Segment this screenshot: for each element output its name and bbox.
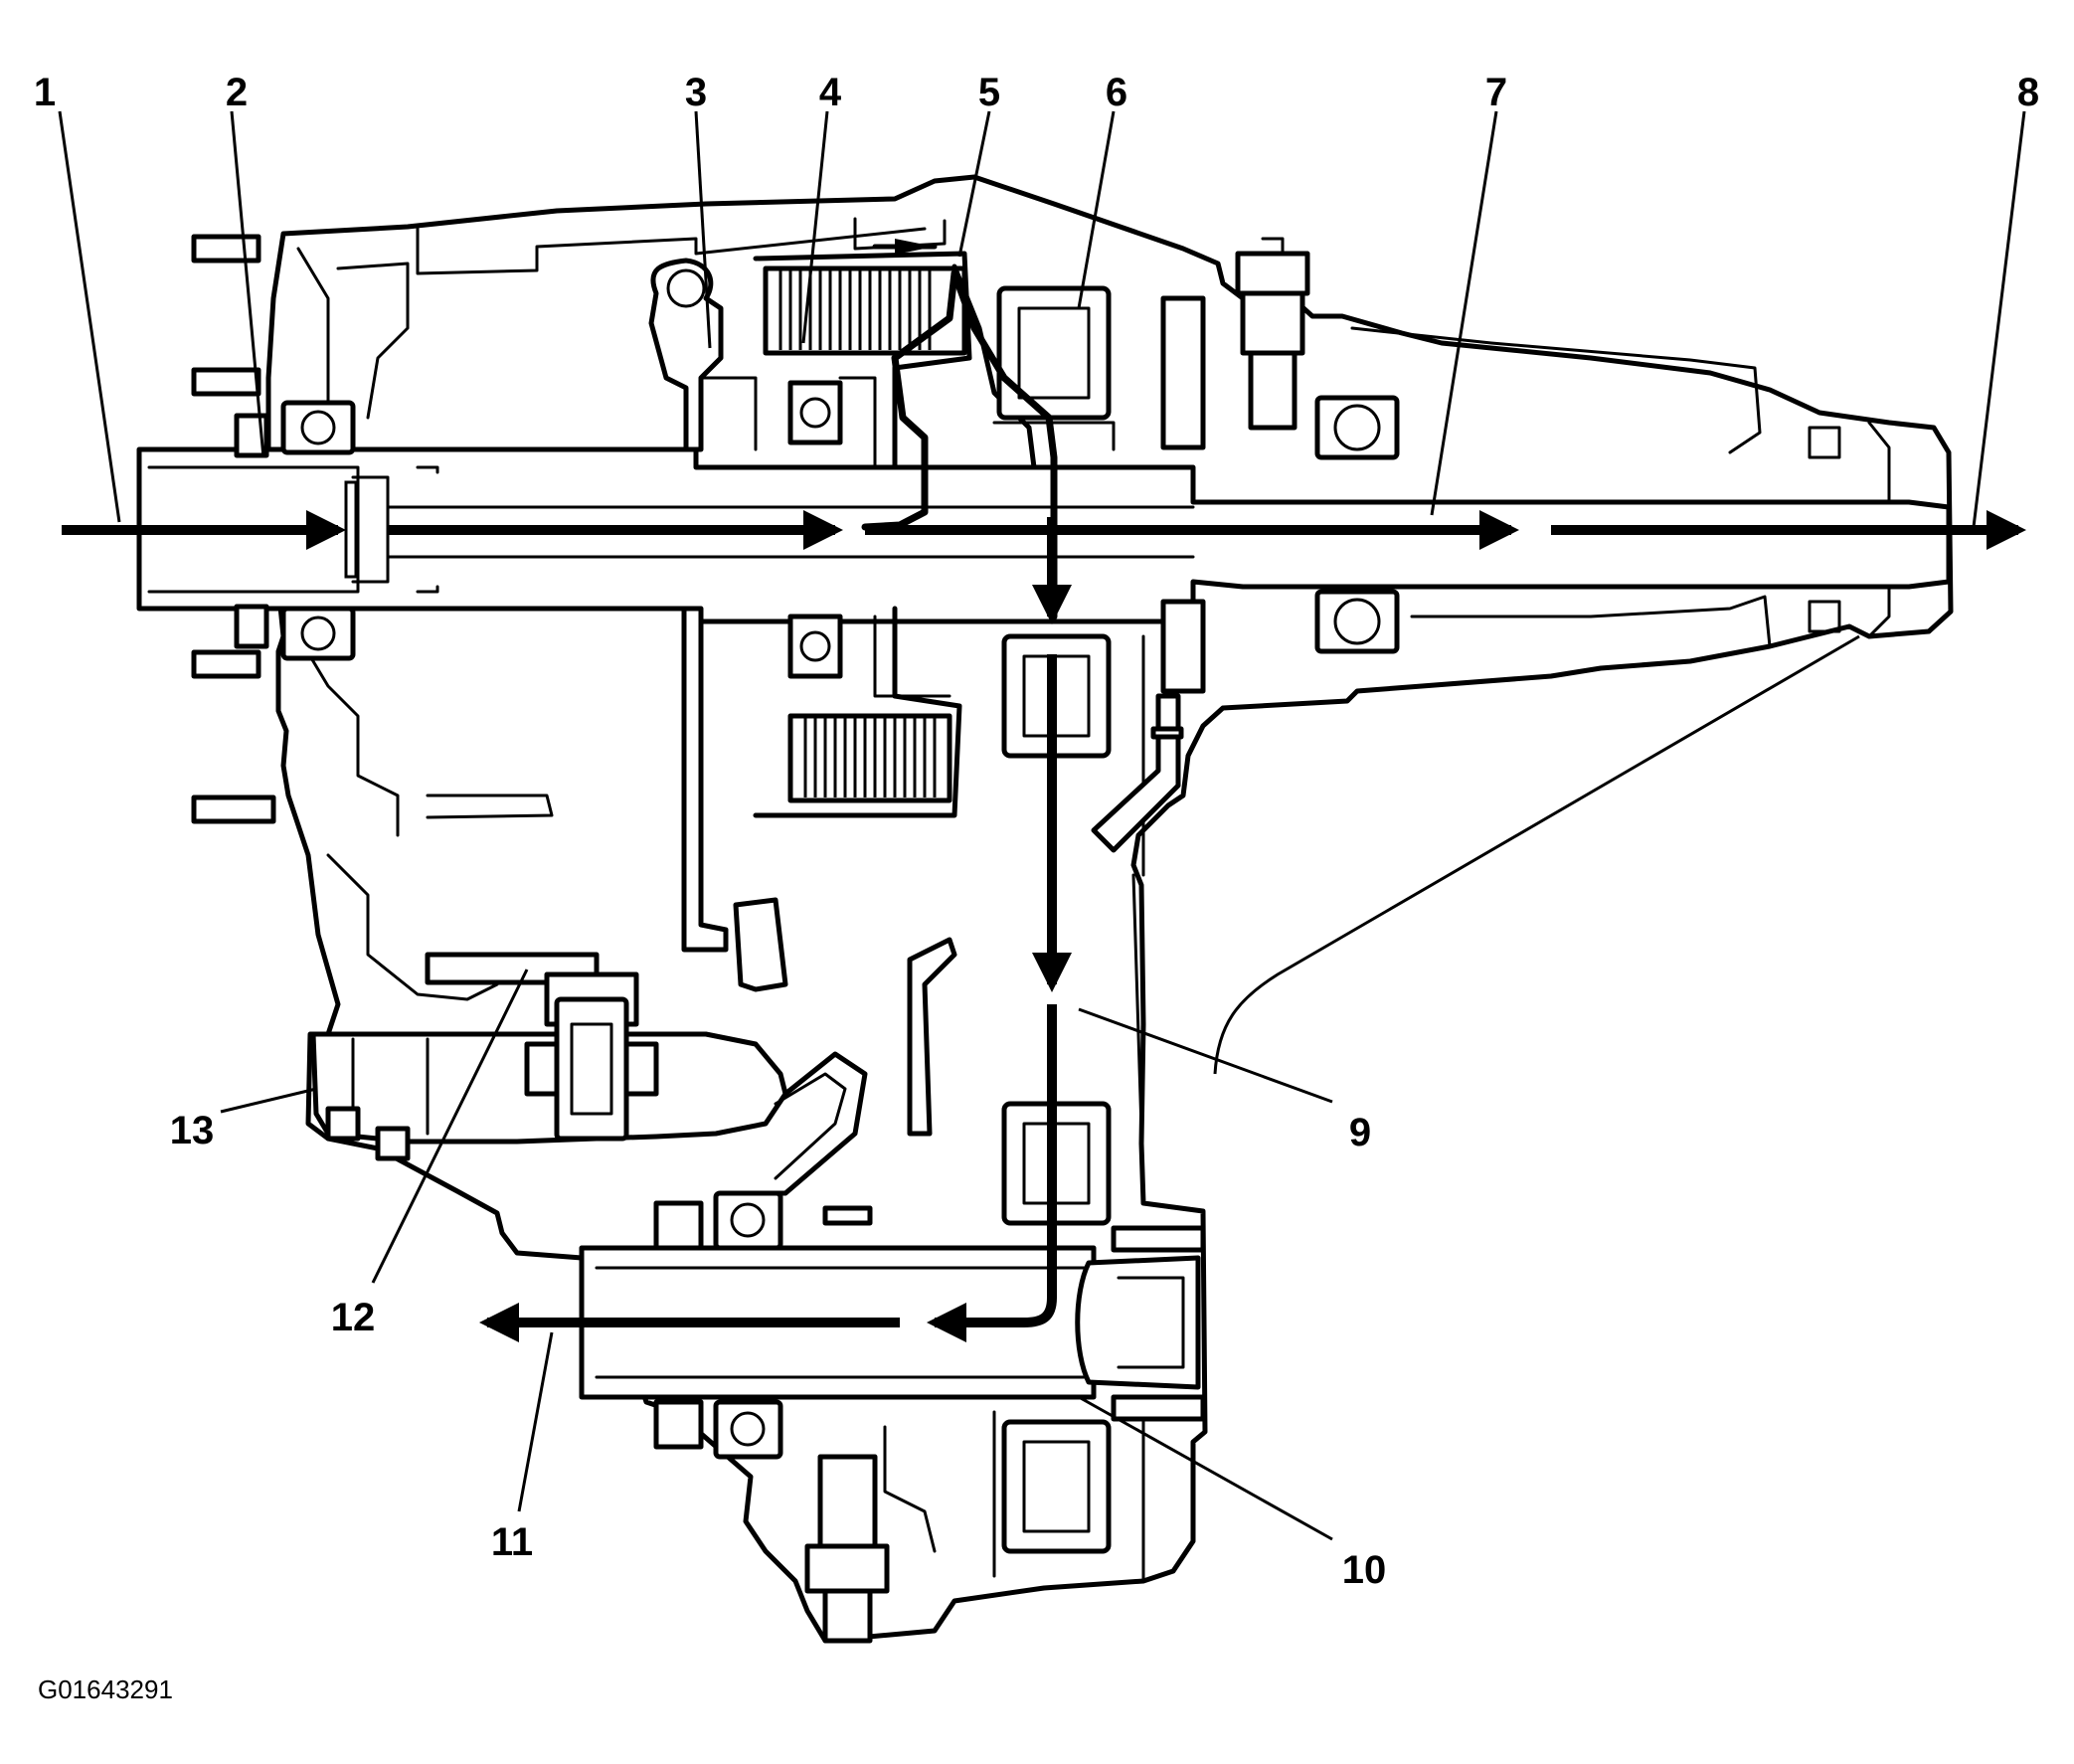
callout-3: 3 [685, 71, 707, 114]
leader-4 [801, 110, 829, 344]
speed-sensor-top [1235, 237, 1310, 431]
callout-12: 12 [331, 1296, 376, 1339]
leader-7 [1430, 110, 1498, 516]
shift-fork [648, 258, 788, 992]
leader-8 [1972, 110, 2026, 528]
leader-2 [230, 110, 265, 458]
callout-9: 9 [1349, 1111, 1371, 1154]
callout-labels: 1 2 3 4 5 6 7 8 9 10 11 12 13 [34, 71, 2039, 1592]
clutch-hub-link [951, 264, 1037, 470]
speed-sensor-bottom [804, 1454, 890, 1644]
clutch-pack-lower [787, 614, 952, 803]
callout-5: 5 [978, 71, 1000, 114]
oil-pickup-tube [1091, 693, 1184, 853]
output-bearings [1160, 295, 1400, 694]
leader-3 [694, 110, 712, 349]
leader-case-edge [1213, 634, 1860, 1075]
callout-1: 1 [34, 71, 56, 114]
leader-12 [371, 969, 529, 1284]
leader-5 [957, 110, 991, 258]
oil-pump-assembly [325, 952, 659, 1161]
leader-6 [1077, 110, 1116, 309]
power-flow-paths [62, 269, 2026, 1342]
callout-10: 10 [1342, 1548, 1387, 1592]
input-bearings [234, 400, 356, 661]
callout-2: 2 [226, 71, 248, 114]
leader-10 [1078, 1395, 1333, 1541]
callout-8: 8 [2017, 71, 2039, 114]
callout-6: 6 [1106, 71, 1127, 114]
callout-13: 13 [170, 1109, 215, 1152]
case-housing [191, 174, 1954, 1644]
front-output-flow-arrow [927, 1004, 1057, 1342]
clutch-pack-upper [763, 239, 967, 469]
leader-lines [58, 110, 2026, 1541]
leader-9 [1078, 1007, 1333, 1104]
figure-id: G01643291 [38, 1675, 173, 1704]
leader-11 [517, 1331, 554, 1512]
leader-1 [58, 110, 121, 523]
callout-4: 4 [819, 71, 842, 114]
callout-7: 7 [1485, 71, 1507, 114]
clutch-drum [753, 251, 972, 818]
callout-11: 11 [491, 1520, 533, 1564]
internal-baffle [907, 937, 957, 1137]
leader-13 [220, 1087, 317, 1114]
